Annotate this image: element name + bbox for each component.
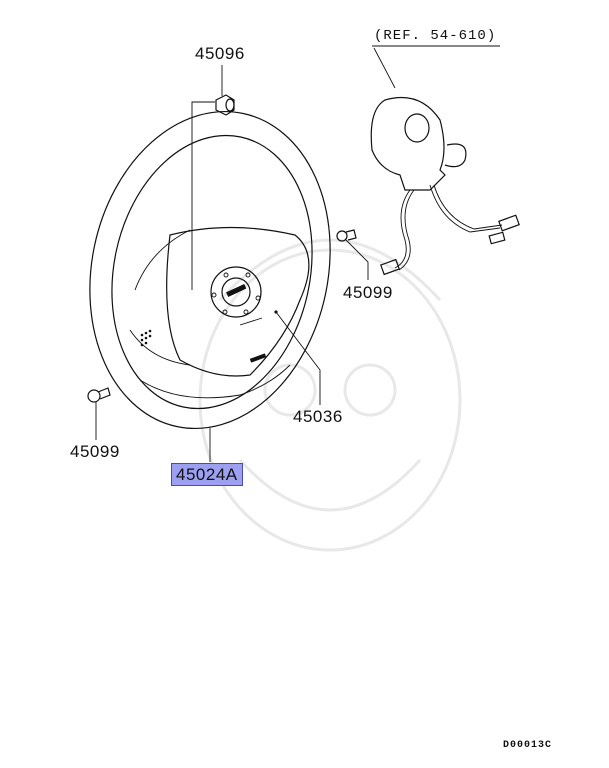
bolt-left-drawing (87, 387, 111, 403)
leader-45099-right (345, 239, 369, 280)
nut-drawing (191, 94, 235, 290)
part-label-45099-right[interactable]: 45099 (343, 283, 393, 302)
clock-spring-drawing (370, 45, 520, 276)
leader-45036 (275, 311, 321, 405)
part-label-45099-left[interactable]: 45099 (70, 442, 120, 461)
reference-label[interactable]: (REF. 54-610) (374, 28, 497, 44)
diagram-code: D00013C (503, 740, 553, 751)
part-label-45096[interactable]: 45096 (195, 44, 245, 63)
steering-wheel-drawing (89, 110, 331, 430)
part-label-45036[interactable]: 45036 (293, 407, 343, 426)
part-label-45024a[interactable]: 45024A (171, 463, 243, 486)
bolt-right-drawing (336, 229, 357, 242)
